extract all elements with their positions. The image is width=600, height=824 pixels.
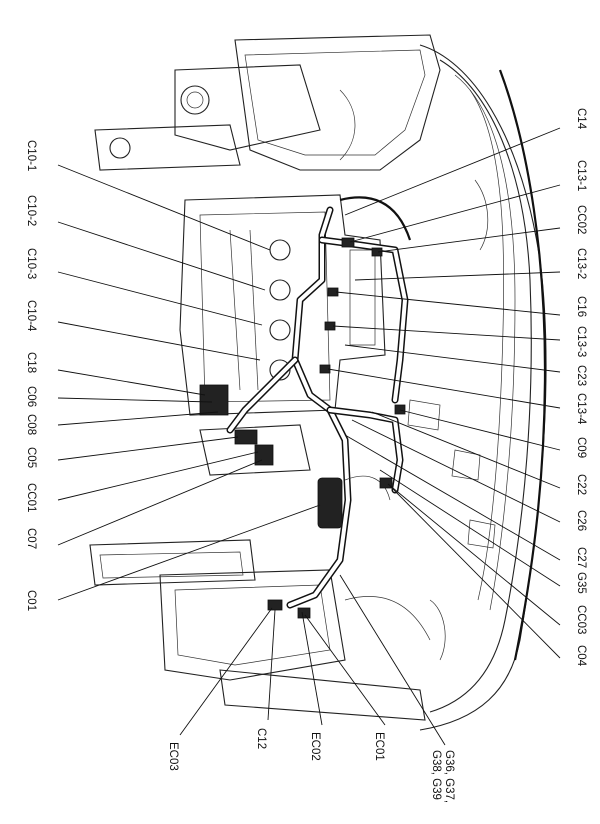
label-c10-1: C10-1 (25, 140, 37, 171)
label-g38-g39: G38, G39 (430, 750, 442, 800)
label-g35: G35 (575, 572, 587, 594)
connector-cc01 (254, 444, 274, 466)
label-c10-2: C10-2 (25, 195, 37, 226)
connector-cc02 (371, 247, 383, 257)
labels-bottom: EC03 C12 EC02 EC01 G36, G37, G38, G39 (167, 728, 455, 803)
label-ec01: EC01 (373, 732, 385, 761)
connector-ec01 (297, 607, 311, 619)
label-c18: C18 (25, 352, 37, 373)
leader-lines (57, 127, 561, 746)
label-c12: C12 (255, 728, 267, 749)
label-c04: C04 (575, 645, 587, 667)
connector-c12 (267, 599, 283, 611)
label-g36-g37: G36, G37, (443, 750, 455, 803)
connector-cc03 (379, 477, 393, 489)
label-c22: C22 (575, 474, 587, 495)
connector-c18 (199, 384, 229, 416)
wiring-harness (226, 196, 412, 609)
label-c23: C23 (575, 365, 587, 386)
label-c16: C16 (575, 296, 587, 317)
label-c13-2: C13-2 (575, 248, 587, 279)
label-c10-4: C10-4 (25, 300, 37, 332)
label-c26: C26 (575, 510, 587, 531)
labels-left: C10-1 C10-2 C10-3 C10-4 C18 C06 C08 C05 … (25, 140, 37, 611)
label-c27: C27 (575, 547, 587, 568)
labels-right: C14 C13-1 CC02 C13-2 C16 C13-3 C23 C13-4… (575, 108, 587, 667)
label-c01: C01 (25, 590, 37, 611)
label-ec02: EC02 (309, 732, 321, 761)
label-ec03: EC03 (167, 742, 179, 771)
label-c05: C05 (25, 447, 37, 468)
connector-c13-1 (341, 237, 355, 248)
label-c14: C14 (575, 108, 587, 130)
connector-c09 (394, 404, 406, 415)
label-c07: C07 (25, 528, 37, 549)
label-c06: C06 (25, 386, 37, 407)
label-c13-4: C13-4 (575, 393, 587, 425)
connectors (199, 237, 406, 619)
label-c09: C09 (575, 437, 587, 458)
label-cc02: CC02 (575, 205, 587, 234)
label-c13-3: C13-3 (575, 326, 587, 357)
label-c13-1: C13-1 (575, 160, 587, 191)
label-cc03: CC03 (575, 605, 587, 634)
label-cc01: CC01 (25, 483, 37, 512)
connector-c01 (317, 477, 343, 529)
label-c10-3: C10-3 (25, 248, 37, 279)
vehicle-body-structure (89, 34, 547, 731)
connector-c05 (234, 429, 258, 445)
label-c08: C08 (25, 414, 37, 435)
